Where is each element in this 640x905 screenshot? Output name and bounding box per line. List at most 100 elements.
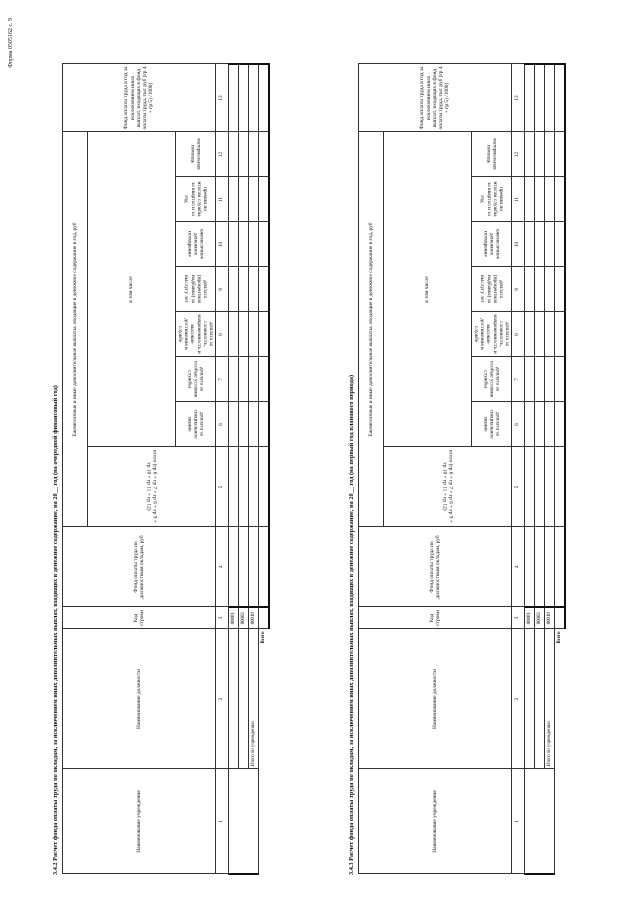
cell-value[interactable] <box>238 312 249 357</box>
header-monthly-bonus: ежемесячное денежное поощрение <box>471 222 512 267</box>
cell-value[interactable] <box>534 267 545 312</box>
col-number: 11 <box>215 177 229 222</box>
cell-value[interactable] <box>544 177 555 222</box>
cell-value[interactable] <box>544 267 555 312</box>
header-long-service: доплата (процентная надбавка) за выслугу… <box>471 267 512 312</box>
cell-value[interactable] <box>534 357 545 402</box>
cell-value[interactable] <box>258 63 269 132</box>
cell-value[interactable] <box>534 402 545 447</box>
cell-value[interactable] <box>238 357 249 402</box>
cell-value[interactable] <box>524 402 535 447</box>
cell-value[interactable] <box>258 131 269 177</box>
cell-value[interactable] <box>534 222 545 267</box>
cell-value[interactable] <box>248 222 259 267</box>
cell-value[interactable] <box>258 447 269 527</box>
col-number: 11 <box>511 177 525 222</box>
cell-value[interactable] <box>228 222 239 267</box>
cell-value[interactable] <box>238 267 249 312</box>
total-label: Всего <box>557 631 563 644</box>
cell-value[interactable] <box>258 312 269 357</box>
cell-value[interactable] <box>554 63 565 132</box>
col-number: 6 <box>511 402 525 447</box>
header-org: Наименование учреждения <box>62 769 216 874</box>
cell-value[interactable] <box>248 527 259 607</box>
col-number: 6 <box>215 402 229 447</box>
cell-value[interactable] <box>524 267 535 312</box>
cell-value[interactable] <box>534 447 545 527</box>
cell-value[interactable] <box>238 63 249 132</box>
header-code: Код строки <box>358 607 512 629</box>
header-material-aid: материальная помощь <box>175 131 216 177</box>
cell-value[interactable] <box>534 131 545 177</box>
cell-code: 00001 <box>228 607 239 629</box>
cell-value[interactable] <box>544 131 555 177</box>
cell-value[interactable] <box>554 177 565 222</box>
cell-value[interactable] <box>544 222 555 267</box>
cell-value[interactable] <box>554 131 565 177</box>
cell-value[interactable] <box>238 447 249 527</box>
cell-position[interactable] <box>238 629 249 769</box>
cell-value[interactable] <box>534 63 545 132</box>
cell-value[interactable] <box>554 267 565 312</box>
cell-value[interactable] <box>554 402 565 447</box>
cell-org[interactable] <box>524 769 555 874</box>
cell-value[interactable] <box>248 267 259 312</box>
cell-value[interactable] <box>534 177 545 222</box>
cell-value[interactable] <box>238 222 249 267</box>
cell-value[interactable] <box>554 357 565 402</box>
cell-value[interactable] <box>248 177 259 222</box>
cell-value[interactable] <box>228 312 239 357</box>
cell-value[interactable] <box>258 357 269 402</box>
cell-value[interactable] <box>258 177 269 222</box>
cell-value[interactable] <box>248 357 259 402</box>
cell-value[interactable] <box>228 131 239 177</box>
cell-value[interactable] <box>544 63 555 132</box>
cell-value[interactable] <box>544 402 555 447</box>
cell-value[interactable] <box>238 402 249 447</box>
cell-value[interactable] <box>524 447 535 527</box>
cell-position[interactable] <box>534 629 545 769</box>
cell-value[interactable] <box>228 447 239 527</box>
cell-value[interactable] <box>238 131 249 177</box>
cell-value[interactable] <box>554 222 565 267</box>
cell-value[interactable] <box>544 357 555 402</box>
cell-value[interactable] <box>258 267 269 312</box>
cell-value[interactable] <box>228 527 239 607</box>
cell-value[interactable] <box>258 527 269 607</box>
cell-value[interactable] <box>534 527 545 607</box>
cell-value[interactable] <box>228 63 239 132</box>
cell-value[interactable] <box>248 447 259 527</box>
cell-value[interactable] <box>534 312 545 357</box>
cell-value[interactable] <box>524 131 535 177</box>
cell-value[interactable] <box>248 402 259 447</box>
cell-value[interactable] <box>248 63 259 132</box>
cell-value[interactable] <box>524 527 535 607</box>
cell-value[interactable] <box>544 447 555 527</box>
cell-value[interactable] <box>258 402 269 447</box>
col-number: 1 <box>215 769 229 874</box>
cell-value[interactable] <box>524 222 535 267</box>
cell-position[interactable] <box>524 629 535 769</box>
cell-value[interactable] <box>238 177 249 222</box>
cell-value[interactable] <box>524 63 535 132</box>
cell-value[interactable] <box>554 447 565 527</box>
cell-value[interactable] <box>228 357 239 402</box>
cell-value[interactable] <box>228 267 239 312</box>
cell-value[interactable] <box>524 177 535 222</box>
col-number: 13 <box>215 63 229 132</box>
cell-value[interactable] <box>544 312 555 357</box>
cell-value[interactable] <box>228 177 239 222</box>
cell-org[interactable] <box>228 769 259 874</box>
cell-value[interactable] <box>554 312 565 357</box>
cell-value[interactable] <box>554 527 565 607</box>
cell-value[interactable] <box>524 312 535 357</box>
cell-value[interactable] <box>524 357 535 402</box>
cell-position[interactable] <box>228 629 239 769</box>
table-row-subtotal: Итого по учреждению 00010 <box>544 63 555 874</box>
cell-value[interactable] <box>228 402 239 447</box>
cell-value[interactable] <box>258 222 269 267</box>
cell-value[interactable] <box>544 527 555 607</box>
cell-value[interactable] <box>238 527 249 607</box>
cell-value[interactable] <box>248 312 259 357</box>
cell-value[interactable] <box>248 131 259 177</box>
